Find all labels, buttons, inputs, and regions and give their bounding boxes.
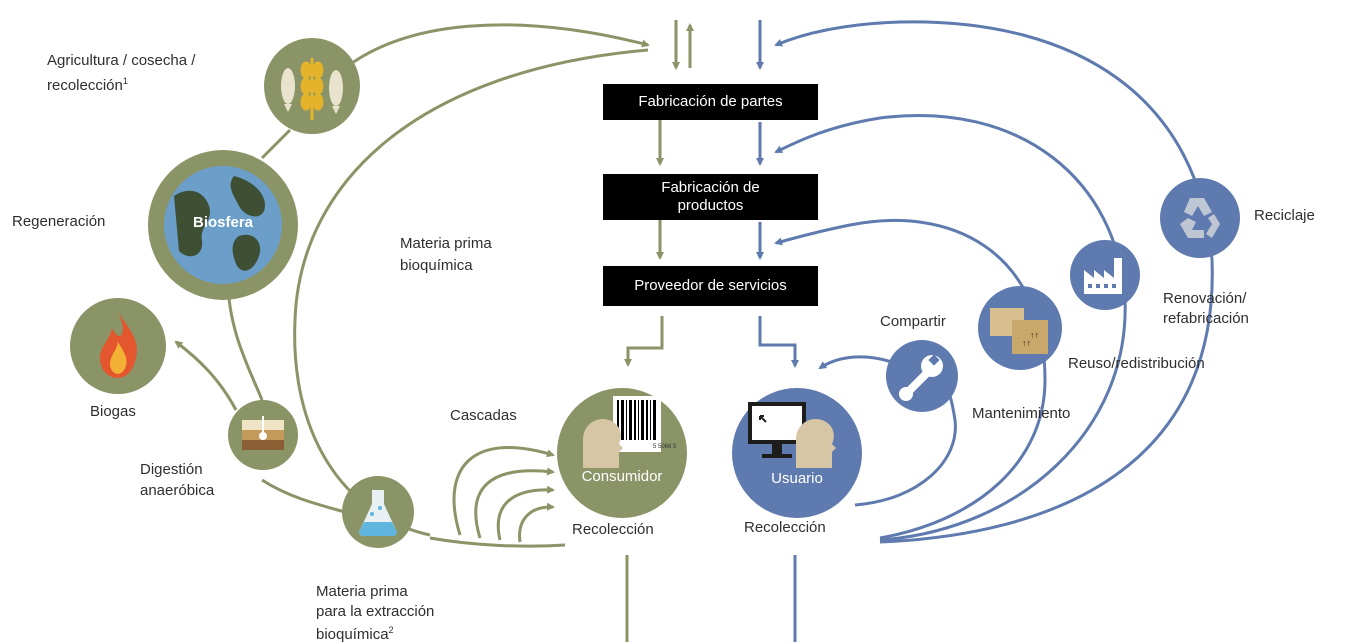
cascades-label: Cascadas <box>450 407 517 424</box>
maintenance-node <box>886 340 958 412</box>
maintenance-label: Mantenimiento <box>972 405 1071 422</box>
biosphere-node: Biosfera <box>148 150 298 300</box>
loop-refurbish <box>774 113 1127 542</box>
flask-icon <box>359 490 397 536</box>
flow-agri-to-production <box>335 23 650 77</box>
flow-service-to-consumer <box>624 316 664 367</box>
recycling-label: Reciclaje <box>1254 207 1315 224</box>
barcode-number: 5 5066 5 <box>653 444 677 450</box>
extraction-label-3: bioquímica2 <box>316 621 394 644</box>
svg-text:↑↑: ↑↑ <box>1030 330 1039 340</box>
user-label: Usuario <box>771 470 823 487</box>
agriculture-label-2: recolección1 <box>47 72 128 95</box>
biochem-feedstock-label-2: bioquímica <box>400 257 473 274</box>
flow-maintenance-to-user <box>818 355 893 370</box>
refurbish-label-1: Renovación/ <box>1163 290 1247 307</box>
svg-text:↑↑: ↑↑ <box>1022 338 1031 348</box>
biochem-feedstock-label-1: Materia prima <box>400 235 492 252</box>
soil-layers-icon <box>242 416 284 450</box>
refurbish-label-2: refabricación <box>1163 310 1249 327</box>
cascade-2 <box>474 467 555 539</box>
flame-icon <box>100 312 137 378</box>
user-collection-label: Recolección <box>744 519 826 536</box>
box-product-manufacturing: Fabricación de productos <box>603 174 818 220</box>
extraction-label-1: Materia prima <box>316 583 408 600</box>
share-label: Compartir <box>880 313 946 330</box>
cascade-1 <box>452 445 555 536</box>
box-products-label-2: productos <box>677 197 744 214</box>
wheat-fish-icon <box>281 58 343 120</box>
recycling-node <box>1160 178 1240 258</box>
extraction-node <box>342 476 414 548</box>
share-node: ↑↑ ↑↑ <box>978 286 1062 370</box>
user-computer-icon <box>748 402 836 468</box>
consumer-barcode-icon <box>583 396 661 468</box>
flow-collection-to-extraction <box>429 536 566 548</box>
cascade-4 <box>518 502 555 543</box>
consumer-node: 5 5066 5 Consumidor <box>557 388 687 518</box>
cascade-3 <box>496 485 555 541</box>
regeneration-label: Regeneración <box>12 213 106 230</box>
agriculture-node <box>264 38 360 134</box>
digestion-node <box>228 400 298 470</box>
biogas-label: Biogas <box>90 403 136 420</box>
flow-blue-service-to-user <box>758 316 799 368</box>
loop-recycling <box>774 20 1214 544</box>
flow-digestion-to-biogas <box>174 340 238 411</box>
box-parts-label: Fabricación de partes <box>638 93 783 110</box>
agriculture-footnote: 1 <box>122 76 128 86</box>
flow-agri-to-biosphere <box>260 128 292 160</box>
agriculture-label-1: Agricultura / cosecha / <box>47 52 196 69</box>
factory-icon <box>1084 258 1122 294</box>
biogas-node <box>70 298 166 394</box>
consumer-collection-label: Recolección <box>572 521 654 538</box>
digestion-label-2: anaeróbica <box>140 482 215 499</box>
user-node: Usuario <box>732 388 862 518</box>
biosphere-label: Biosfera <box>192 214 254 231</box>
extraction-label-2: para la extracción <box>316 603 435 620</box>
flow-biochem-feedstock-arc <box>293 48 649 537</box>
box-service-label: Proveedor de servicios <box>634 277 787 294</box>
flow-digestion-to-extraction <box>261 478 346 514</box>
reuse-label: Reuso/redistribución <box>1068 355 1205 372</box>
box-service-provider: Proveedor de servicios <box>603 266 818 306</box>
biological-flows <box>174 20 694 642</box>
globe-icon: Biosfera <box>164 166 282 284</box>
recycle-icon <box>1180 198 1220 238</box>
agriculture-label-2-text: recolección <box>47 77 123 94</box>
boxes-icon: ↑↑ ↑↑ <box>990 308 1048 354</box>
digestion-label-1: Digestión <box>140 461 203 478</box>
box-products-label-1: Fabricación de <box>661 179 760 196</box>
consumer-label: Consumidor <box>581 468 663 485</box>
box-parts-manufacturing: Fabricación de partes <box>603 84 818 120</box>
refurbish-node <box>1070 240 1140 310</box>
extraction-label-3-text: bioquímica <box>316 626 389 643</box>
wrench-icon <box>899 354 943 401</box>
extraction-footnote: 2 <box>388 625 394 635</box>
